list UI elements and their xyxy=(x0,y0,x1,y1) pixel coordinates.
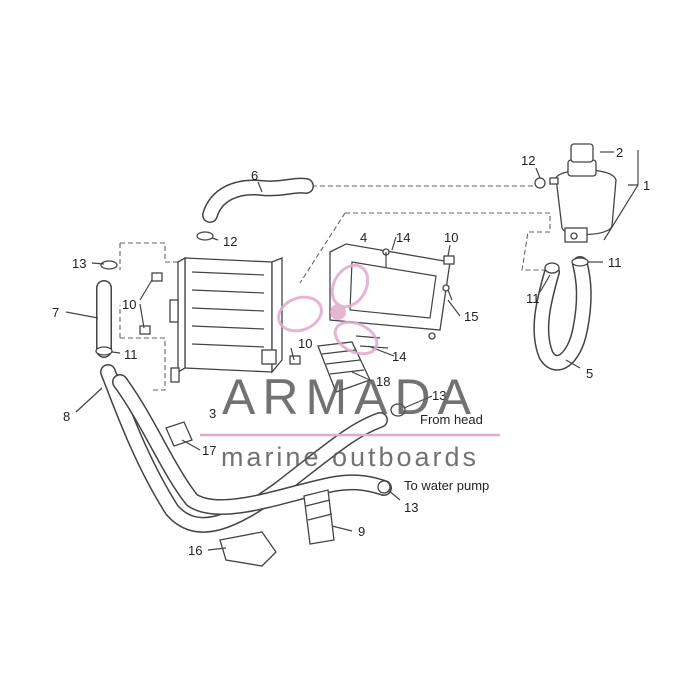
note-to-water-pump: To water pump xyxy=(404,478,489,493)
callout-13-head: 13 xyxy=(432,388,446,403)
radiator xyxy=(169,256,283,383)
watermark-brand: ARMADA xyxy=(222,369,478,425)
hose-5 xyxy=(533,256,592,371)
expansion-tank xyxy=(549,143,617,243)
hardware xyxy=(95,177,589,567)
callout-11-tank: 11 xyxy=(608,255,622,270)
callout-15: 15 xyxy=(464,309,478,324)
callout-numbers: 1 2 3 4 5 6 7 8 9 10 10 10 11 11 11 12 1… xyxy=(52,145,650,558)
callout-4: 4 xyxy=(360,230,367,245)
callout-5: 5 xyxy=(586,366,593,381)
lower-hose xyxy=(100,364,388,533)
callout-11-left: 11 xyxy=(124,347,138,362)
callout-14-bottom: 14 xyxy=(392,349,406,364)
callout-10-center: 10 xyxy=(298,336,312,351)
callout-11-hose: 11 xyxy=(526,291,540,306)
callout-1: 1 xyxy=(643,178,650,193)
flow-notes: From head To water pump xyxy=(404,412,489,493)
callout-16: 16 xyxy=(188,543,202,558)
callout-7: 7 xyxy=(52,305,59,320)
callout-12-radiator: 12 xyxy=(223,234,237,249)
callout-6: 6 xyxy=(251,168,258,183)
leader-lines xyxy=(65,150,639,551)
callout-8: 8 xyxy=(63,409,70,424)
callout-14-top: 14 xyxy=(396,230,410,245)
callout-12-tank: 12 xyxy=(521,153,535,168)
callout-17: 17 xyxy=(202,443,216,458)
watermark-tagline: marine outboards xyxy=(221,442,479,472)
callout-9: 9 xyxy=(358,524,365,539)
hose-6 xyxy=(202,177,314,223)
callout-13-pump: 13 xyxy=(404,500,418,515)
return-hose xyxy=(112,374,392,516)
callout-18: 18 xyxy=(376,374,390,389)
callout-3: 3 xyxy=(209,406,216,421)
propeller-icon xyxy=(277,263,379,356)
note-from-head: From head xyxy=(420,412,483,427)
watermark-logo: ARMADA marine outboards xyxy=(200,263,500,472)
callout-13-left: 13 xyxy=(72,256,86,271)
callout-10-right: 10 xyxy=(444,230,458,245)
callout-2: 2 xyxy=(616,145,623,160)
callout-10-left: 10 xyxy=(122,297,136,312)
